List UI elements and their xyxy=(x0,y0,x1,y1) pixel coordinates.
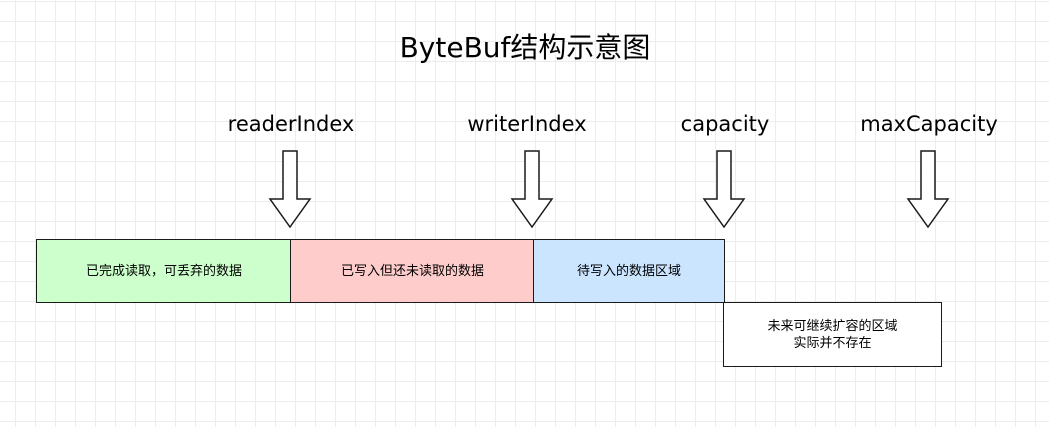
expandable-region-line2: 实际并不存在 xyxy=(793,335,872,351)
reader-index-arrow-icon xyxy=(268,150,312,229)
expandable-region-line1: 未来可继续扩容的区域 xyxy=(767,318,898,334)
max-capacity-arrow-icon xyxy=(906,150,950,229)
discardable-bytes-region: 已完成读取，可丢弃的数据 xyxy=(36,239,292,303)
writer-index-label: writerIndex xyxy=(467,112,587,136)
capacity-arrow-icon xyxy=(702,150,746,229)
writable-bytes-label: 待写入的数据区域 xyxy=(576,263,681,279)
writable-bytes-region: 待写入的数据区域 xyxy=(533,239,725,303)
capacity-label: capacity xyxy=(680,112,770,136)
writer-index-arrow-icon xyxy=(510,150,554,229)
discardable-bytes-label: 已完成读取，可丢弃的数据 xyxy=(85,263,242,279)
readable-bytes-region: 已写入但还未读取的数据 xyxy=(290,239,535,303)
readable-bytes-label: 已写入但还未读取的数据 xyxy=(340,263,484,279)
diagram-title: ByteBuf结构示意图 xyxy=(399,31,651,64)
reader-index-label: readerIndex xyxy=(227,112,355,136)
max-capacity-label: maxCapacity xyxy=(860,112,998,136)
expandable-region: 未来可继续扩容的区域 实际并不存在 xyxy=(723,302,942,367)
